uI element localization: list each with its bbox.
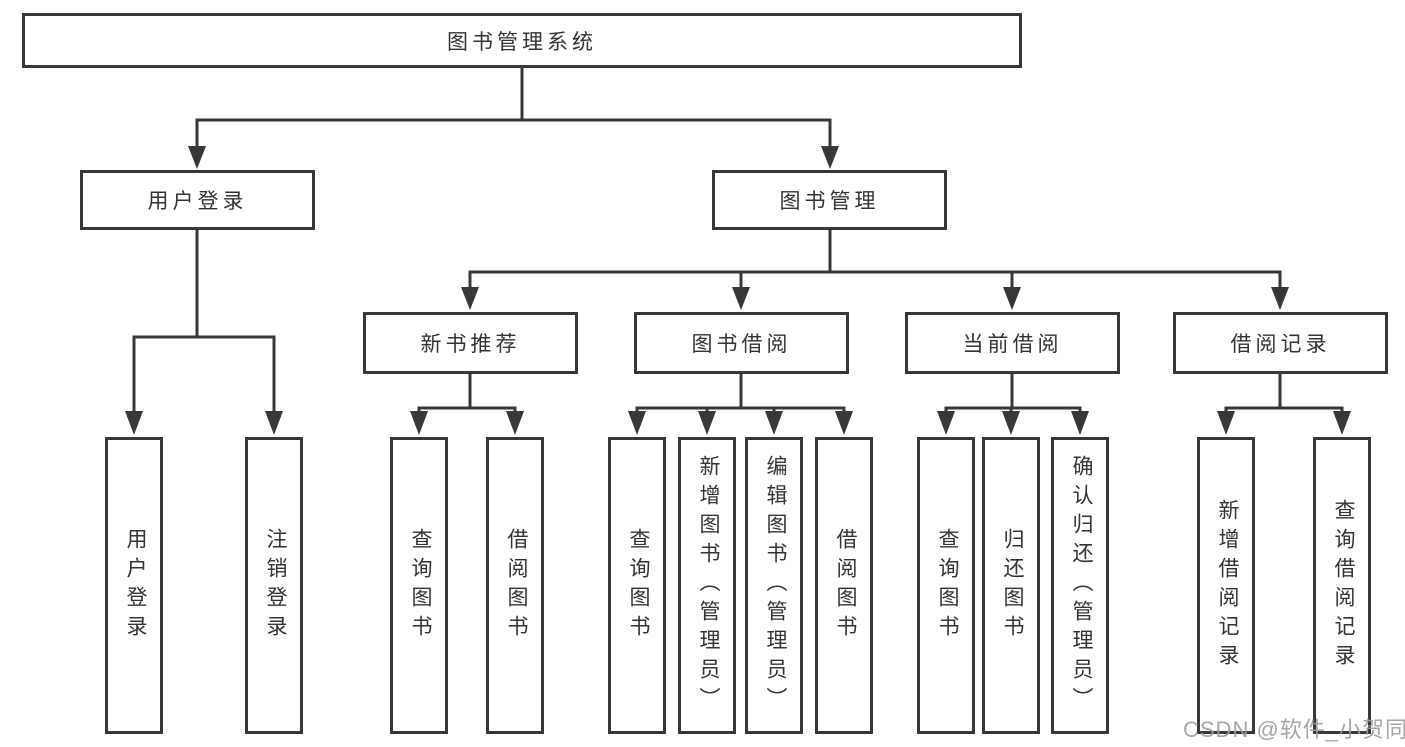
leaf-add-borrow-record: 新增借阅记录 xyxy=(1197,437,1255,734)
leaf-query-borrow-record: 查询借阅记录 xyxy=(1313,437,1371,734)
arrowhead xyxy=(1002,411,1020,435)
node-borrowing-records: 借阅记录 xyxy=(1173,312,1388,374)
connector-root-to-level2 xyxy=(188,68,839,169)
arrowhead xyxy=(506,411,524,435)
arrowhead xyxy=(188,146,206,169)
leaf-edit-books-admin: 编辑图书（管理员） xyxy=(745,437,803,734)
arrowhead xyxy=(835,411,853,435)
leaf-return-books: 归还图书 xyxy=(982,437,1040,734)
arrowhead xyxy=(1003,287,1021,310)
connector-new-book-recommendation-to-children xyxy=(410,374,524,435)
leaf-confirm-return-admin: 确认归还（管理员） xyxy=(1051,437,1109,734)
leaf-query-books-recommend: 查询图书 xyxy=(390,437,448,734)
arrowhead xyxy=(628,411,646,435)
arrowhead xyxy=(765,411,783,435)
leaf-add-books-admin: 新增图书（管理员） xyxy=(678,437,736,734)
node-user-login: 用户登录 xyxy=(80,170,315,230)
arrowhead xyxy=(1217,411,1235,435)
node-current-borrowing: 当前借阅 xyxy=(905,312,1120,374)
connector-book-management-to-groups xyxy=(461,230,1289,310)
leaf-query-books-borrowing: 查询图书 xyxy=(608,437,666,734)
connector-book-borrowing-to-children xyxy=(628,374,853,435)
arrowhead xyxy=(461,287,479,310)
leaf-logout: 注销登录 xyxy=(245,437,303,734)
arrowhead xyxy=(821,146,839,169)
arrowhead xyxy=(698,411,716,435)
connector-user-login-to-children xyxy=(125,230,283,435)
arrowhead xyxy=(125,411,143,435)
node-root-library-system: 图书管理系统 xyxy=(22,13,1022,68)
leaf-borrow-books: 借阅图书 xyxy=(815,437,873,734)
arrowhead xyxy=(732,287,750,310)
connector-current-borrowing-to-children xyxy=(937,374,1089,435)
arrowhead xyxy=(1271,287,1289,310)
leaf-query-books-current: 查询图书 xyxy=(917,437,975,734)
node-book-management: 图书管理 xyxy=(712,170,947,230)
leaf-borrow-books-recommend: 借阅图书 xyxy=(486,437,544,734)
node-book-borrowing: 图书借阅 xyxy=(634,312,849,374)
arrowhead xyxy=(937,411,955,435)
arrowhead xyxy=(1333,411,1351,435)
leaf-user-login: 用户登录 xyxy=(105,437,163,734)
node-new-book-recommendation: 新书推荐 xyxy=(363,312,578,374)
arrowhead xyxy=(410,411,428,435)
arrowhead xyxy=(1071,411,1089,435)
arrowhead xyxy=(265,411,283,435)
csdn-watermark: CSDN @软件_小贺同学 xyxy=(1183,717,1405,742)
connector-borrowing-records-to-children xyxy=(1217,374,1351,435)
